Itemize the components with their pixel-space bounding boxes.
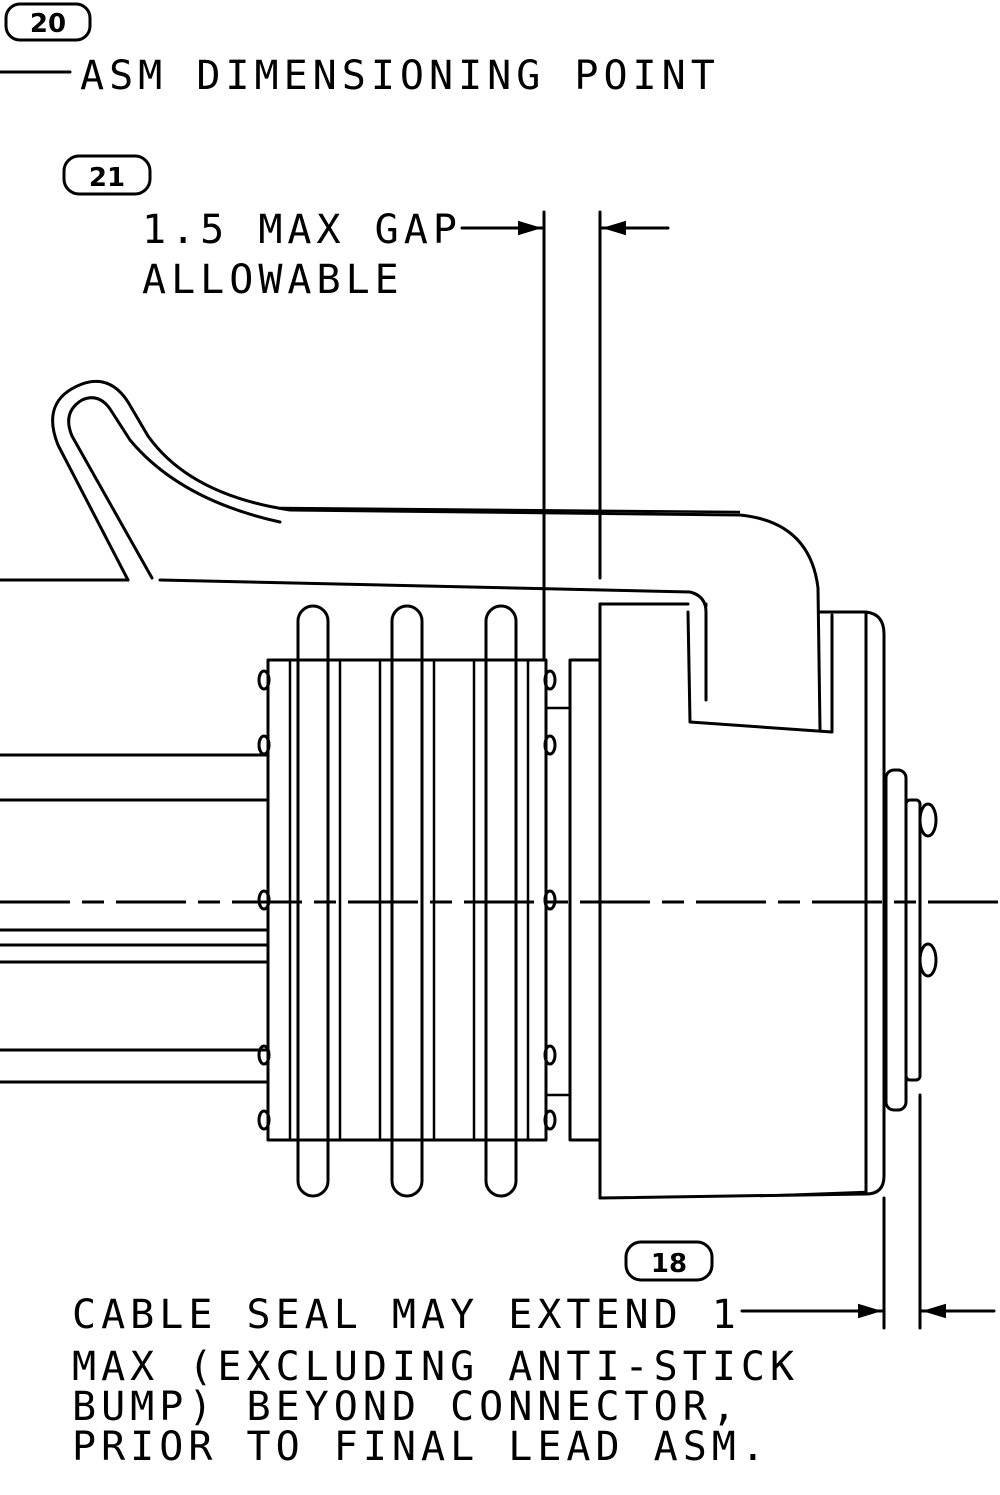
latch-arm [51, 379, 834, 734]
callout-18: 18 CABLE SEAL MAY EXTEND 1 MAX (EXCLUDIN… [72, 1093, 996, 1470]
callout-20-note: ASM DIMENSIONING POINT [80, 53, 720, 99]
callout-18-note-line3: BUMP) BEYOND CONNECTOR, [72, 1384, 741, 1430]
callout-21-note-line2: ALLOWABLE [142, 257, 404, 303]
callout-18-note-line4: PRIOR TO FINAL LEAD ASM. [72, 1424, 770, 1470]
callout-21: 21 1.5 MAX GAP ALLOWABLE [62, 154, 670, 662]
callout-21-number: 21 [89, 163, 125, 193]
callout-20: 20 ASM DIMENSIONING POINT [0, 2, 720, 99]
callout-18-note-line1: CABLE SEAL MAY EXTEND 1 [72, 1292, 741, 1338]
anti-stick-bumps [257, 669, 557, 1131]
callout-21-note-line1: 1.5 MAX GAP [142, 207, 462, 253]
seal-retainer [568, 658, 602, 1142]
callout-18-number: 18 [651, 1249, 687, 1279]
callout-20-bubble [4, 2, 92, 42]
callout-18-note-line2: MAX (EXCLUDING ANTI-STICK [72, 1344, 799, 1390]
connector-front-face [884, 768, 938, 1112]
cable-leads [0, 578, 270, 1084]
callout-18-bubble [624, 1240, 714, 1282]
callout-21-bubble [62, 154, 152, 196]
callout-20-number: 20 [30, 9, 66, 39]
